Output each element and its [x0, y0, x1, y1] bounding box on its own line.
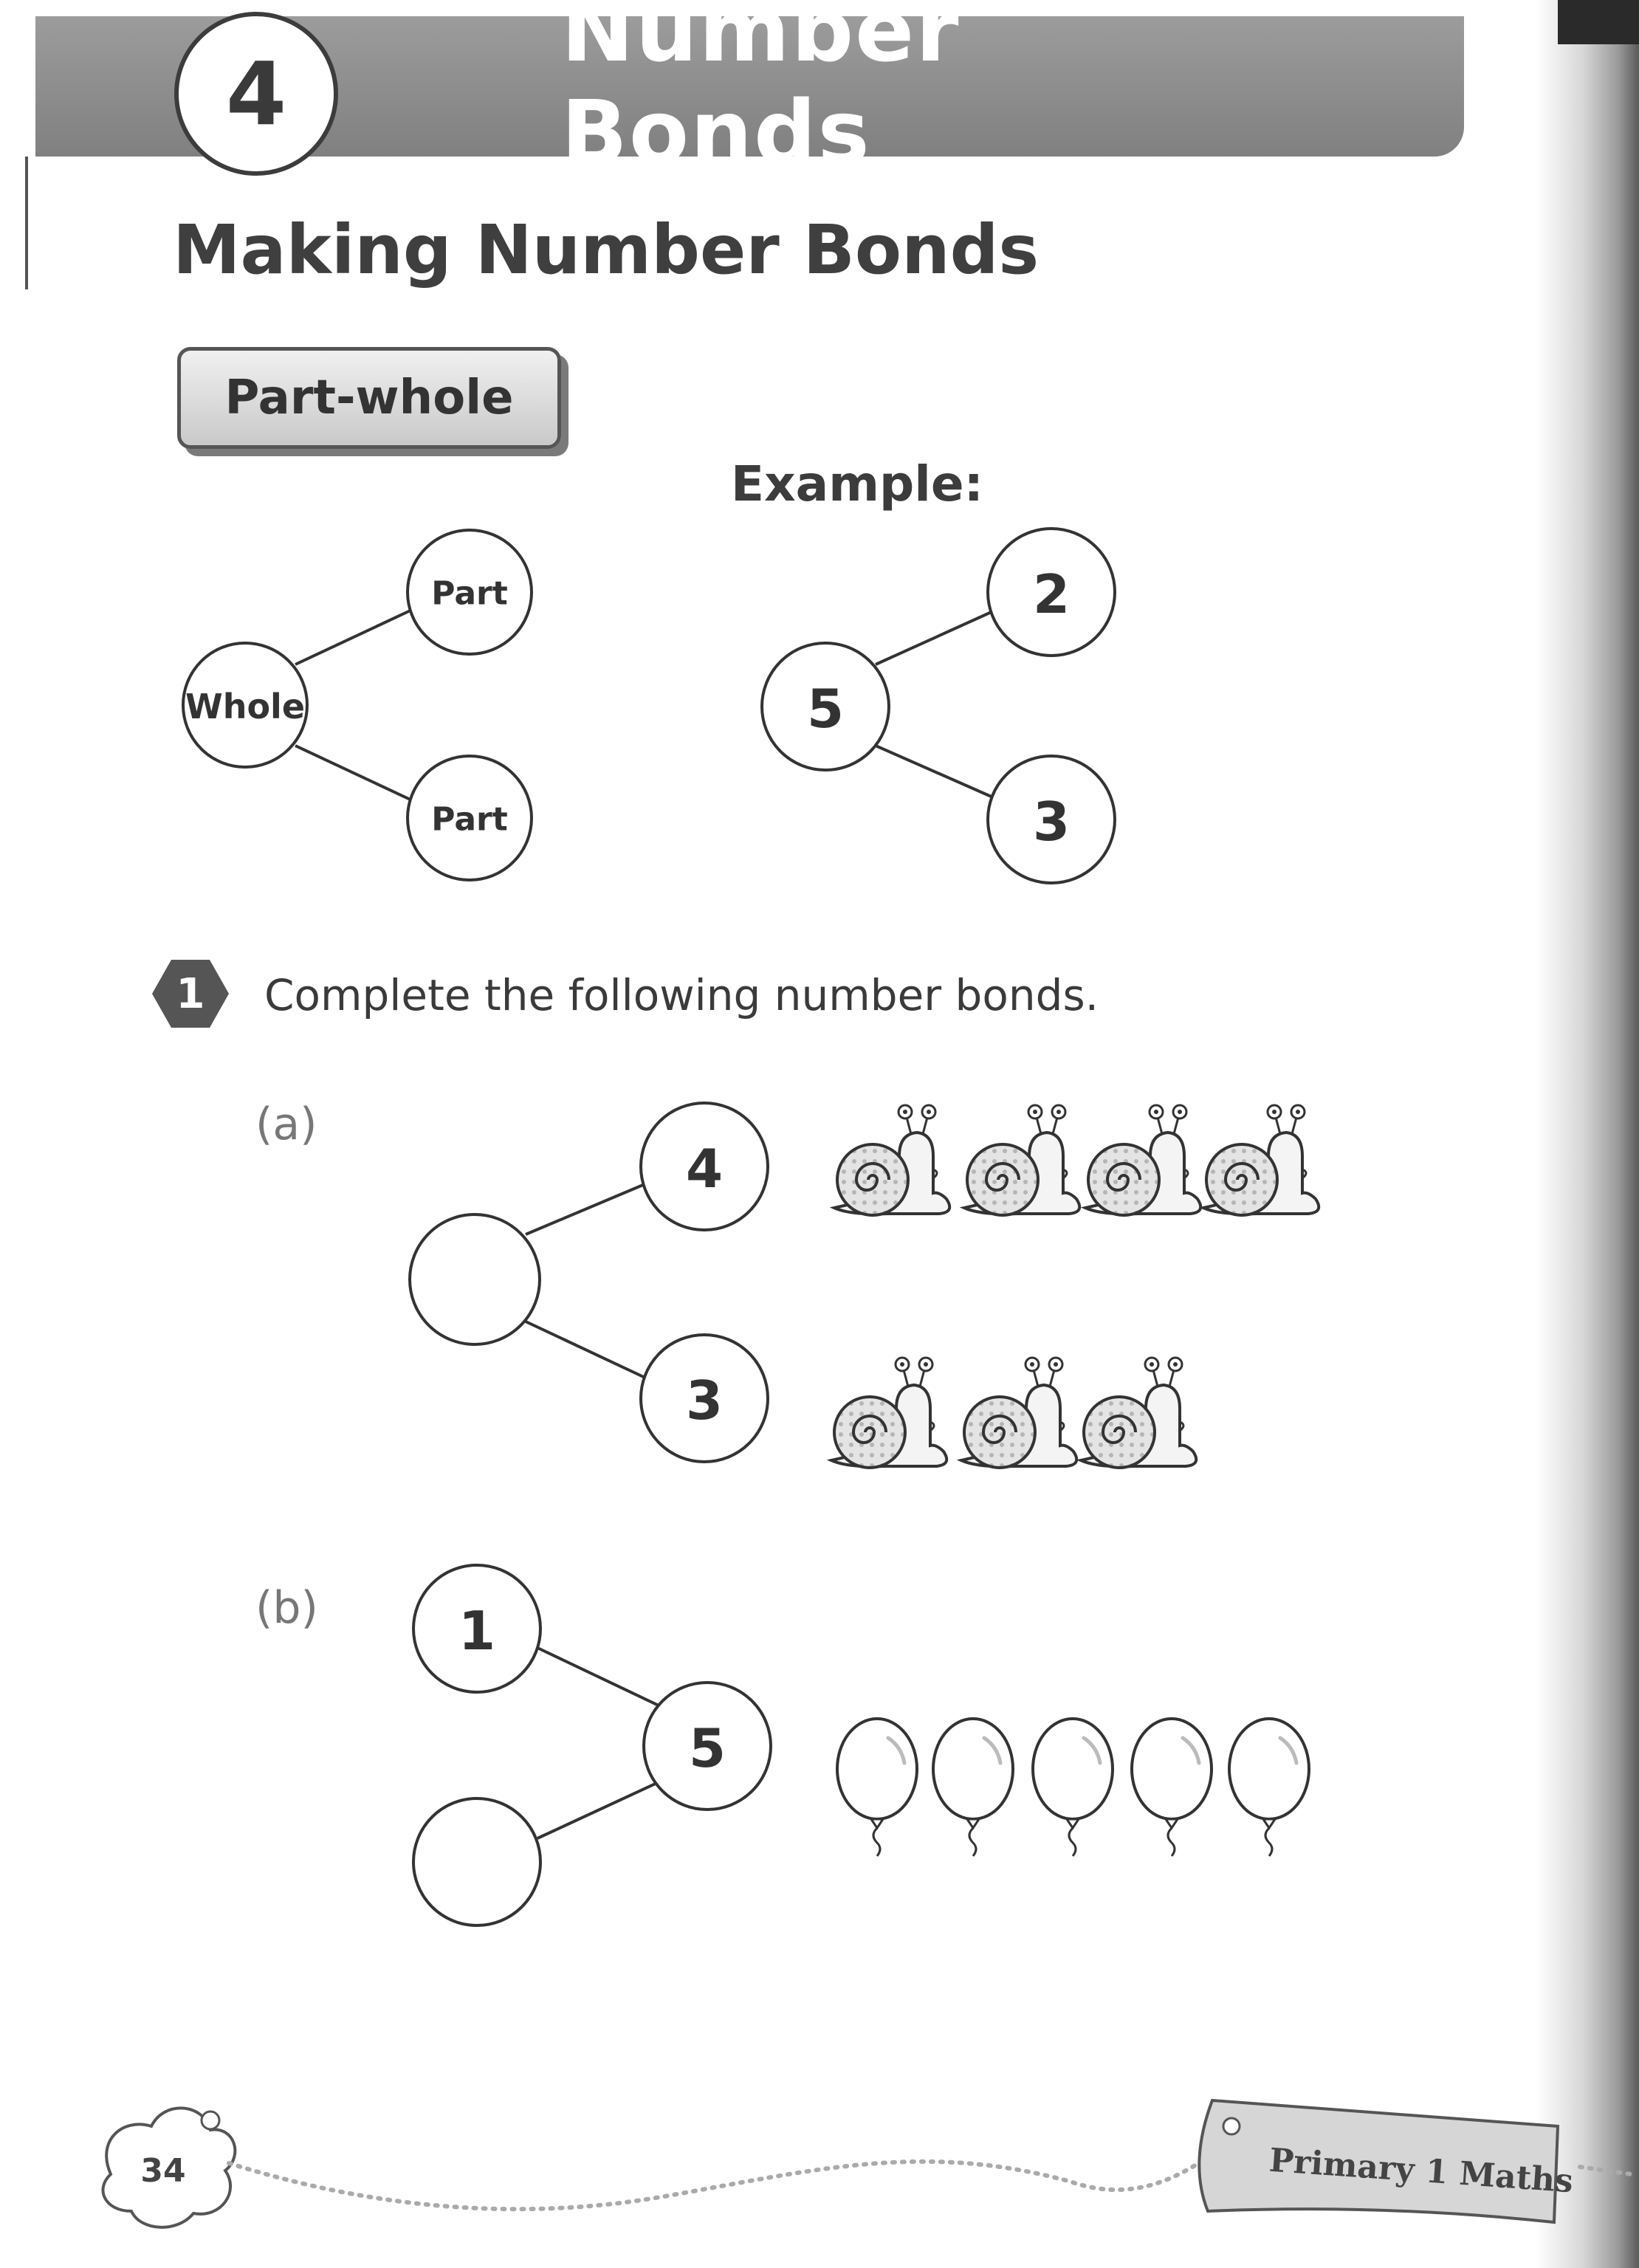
balloon-icon — [837, 1719, 917, 1856]
part-b-part-top: 1 — [458, 1600, 495, 1662]
part-b-part-bottom-blank[interactable] — [412, 1797, 542, 1927]
whole-label: Whole — [185, 687, 305, 726]
bond-line — [537, 1646, 659, 1707]
footer-ribbon — [1198, 2098, 1560, 2224]
dotted-trail — [1578, 2165, 1634, 2176]
whole-circle — [182, 642, 309, 769]
snail-icon — [960, 1356, 1079, 1469]
part-b-whole-circle — [642, 1681, 772, 1811]
snail-icon — [833, 1104, 952, 1217]
margin-rule — [25, 157, 28, 289]
bond-line — [525, 1181, 649, 1236]
chapter-number-badge: 4 — [174, 12, 338, 176]
chapter-number: 4 — [225, 43, 287, 145]
example-part-top: 2 — [1033, 563, 1070, 625]
part-circle-bottom — [406, 755, 533, 882]
part-a-part-bottom-circle — [639, 1333, 769, 1463]
dotted-trail — [227, 2131, 1243, 2212]
snail-icon — [830, 1356, 949, 1469]
part-a-label: (a) — [255, 1099, 317, 1150]
page-number: 34 — [140, 2151, 186, 2190]
page-gutter-shadow — [1536, 0, 1639, 2268]
bond-line — [525, 1320, 649, 1381]
bond-line — [295, 744, 414, 803]
part-label-top: Part — [431, 575, 508, 613]
bond-line — [295, 608, 414, 666]
example-whole: 5 — [807, 678, 844, 740]
balloon-icon — [1229, 1719, 1309, 1856]
part-b-part-top-circle — [412, 1564, 542, 1694]
part-label-bottom: Part — [431, 801, 508, 839]
bond-line — [537, 1781, 659, 1840]
bond-line — [875, 610, 994, 666]
question-badge-hexagon — [152, 960, 229, 1028]
balloon-icon — [1033, 1719, 1113, 1856]
part-whole-tag: Part-whole — [177, 347, 561, 449]
part-a-part-top: 4 — [686, 1138, 723, 1200]
bond-line — [875, 744, 994, 799]
part-a-whole-blank[interactable] — [408, 1213, 541, 1346]
example-label: Example: — [731, 455, 983, 512]
page-number-cloud — [101, 2106, 237, 2229]
question-number: 1 — [176, 969, 205, 1018]
part-b-label: (b) — [255, 1582, 318, 1634]
page-corner-dark — [1558, 0, 1639, 44]
section-title: Making Number Bonds — [173, 210, 1040, 289]
snail-icon — [1202, 1104, 1321, 1217]
snail-icon — [963, 1104, 1082, 1217]
example-part-bottom-circle — [986, 755, 1116, 884]
ribbon-hole — [1222, 2117, 1241, 2136]
part-a-part-top-circle — [639, 1102, 769, 1231]
part-a-part-bottom: 3 — [686, 1370, 723, 1432]
snail-icon — [1084, 1104, 1203, 1217]
balloon-icon — [933, 1719, 1013, 1856]
example-part-bottom: 3 — [1033, 791, 1070, 853]
cloud-bubble — [200, 2110, 221, 2131]
snail-icon — [1079, 1356, 1198, 1469]
balloon-icon — [1132, 1719, 1212, 1856]
example-part-top-circle — [986, 527, 1116, 657]
question-instruction: Complete the following number bonds. — [264, 970, 1099, 1020]
example-whole-circle — [760, 642, 890, 772]
part-b-whole: 5 — [689, 1717, 726, 1779]
part-circle-top — [406, 529, 533, 656]
